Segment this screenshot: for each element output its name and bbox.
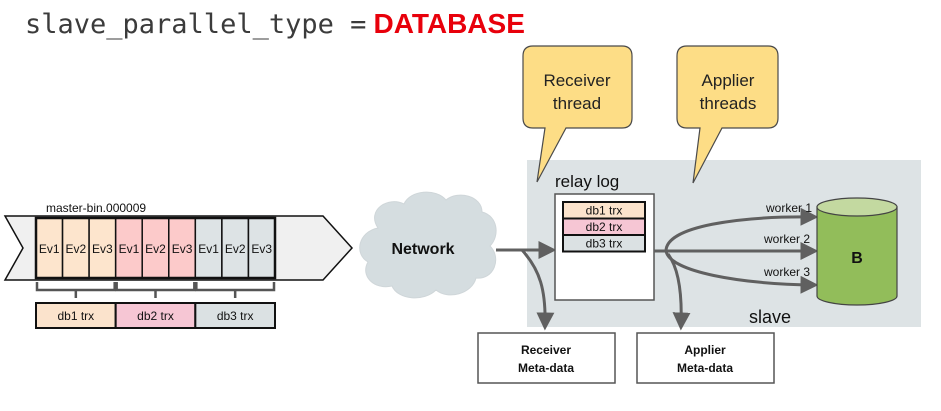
transaction-bracket xyxy=(35,282,116,298)
binlog-event-label: Ev3 xyxy=(251,242,272,256)
worker-label-3: worker 3 xyxy=(763,265,810,279)
transaction-brackets xyxy=(35,282,276,298)
applier-meta-line1: Applier xyxy=(684,343,726,357)
database-label: B xyxy=(851,250,863,267)
setting-name: slave_parallel_type = xyxy=(25,9,367,40)
binlog-event-label: Ev1 xyxy=(198,242,219,256)
binlog-event-label: Ev3 xyxy=(92,242,113,256)
binlog-event: Ev2 xyxy=(141,217,170,279)
worker-label-1: worker 1 xyxy=(765,201,812,215)
worker-label-2: worker 2 xyxy=(763,232,810,246)
applier-meta-line2: Meta-data xyxy=(677,361,733,375)
transaction-boxes: db1 trx db2 trx db3 trx xyxy=(35,302,276,329)
binlog-event-label: Ev2 xyxy=(65,242,86,256)
receiver-meta-line2: Meta-data xyxy=(518,361,574,375)
binlog-event: Ev3 xyxy=(247,217,276,279)
callout-receiver-line2: thread xyxy=(553,94,601,113)
relay-log-entry-label: db1 trx xyxy=(586,204,623,218)
transaction-bracket xyxy=(195,282,276,298)
transaction-label: db2 trx xyxy=(137,309,174,323)
relay-log-entry: db3 trx xyxy=(562,234,646,253)
transaction-label: db1 trx xyxy=(57,309,94,323)
binlog-event: Ev1 xyxy=(114,217,143,279)
transaction-label: db3 trx xyxy=(217,309,254,323)
relay-log-entry-label: db2 trx xyxy=(586,220,623,234)
relay-log-entry: db1 trx xyxy=(562,201,646,220)
receiver-metadata-box: Receiver Meta-data xyxy=(477,332,616,384)
callout-applier-line1: Applier xyxy=(702,71,755,90)
binlog-event-label: Ev1 xyxy=(39,242,60,256)
relay-log-label: relay log xyxy=(555,172,619,191)
network-arrows xyxy=(496,241,557,331)
applier-metadata-box: Applier Meta-data xyxy=(636,332,775,384)
binlog-event: Ev1 xyxy=(194,217,223,279)
binlog-event: Ev3 xyxy=(168,217,197,279)
events-border xyxy=(34,216,277,280)
callout-receiver-thread: Receiver thread xyxy=(522,45,633,183)
database-cylinder: B xyxy=(816,197,898,306)
binlog-event-label: Ev2 xyxy=(145,242,166,256)
binlog-event-label: Ev1 xyxy=(119,242,140,256)
binlog-event-label: Ev2 xyxy=(225,242,246,256)
relay-log-entries: db1 trx db2 trx db3 trx xyxy=(562,201,646,253)
binlog-event-label: Ev3 xyxy=(172,242,193,256)
transaction-bracket xyxy=(115,282,196,298)
arrow-to-applier-meta xyxy=(666,253,691,331)
transaction-box-db1: db1 trx xyxy=(35,302,117,329)
arrow-worker-1 xyxy=(664,207,819,252)
worker-arrows xyxy=(654,207,819,331)
relay-log-entry: db2 trx xyxy=(562,217,646,236)
setting-value: DATABASE xyxy=(373,8,525,39)
transaction-box-db2: db2 trx xyxy=(114,302,197,329)
binlog-event: Ev2 xyxy=(61,217,90,279)
binlog-event: Ev1 xyxy=(35,217,64,279)
receiver-meta-line1: Receiver xyxy=(521,343,571,357)
binlog-event: Ev2 xyxy=(221,217,250,279)
network-label: Network xyxy=(391,241,454,258)
binlog-name: master-bin.000009 xyxy=(46,201,146,215)
arrow-network-to-receiver-meta xyxy=(520,248,555,331)
callout-applier-line2: threads xyxy=(700,94,757,113)
callout-applier-threads: Applier threads xyxy=(676,45,779,184)
config-title: slave_parallel_type = DATABASE xyxy=(25,8,525,44)
relay-log-entry-label: db3 trx xyxy=(586,237,623,251)
binlog-event: Ev3 xyxy=(88,217,117,279)
transaction-box-db3: db3 trx xyxy=(194,302,276,329)
slave-label: slave xyxy=(749,307,791,327)
callout-receiver-line1: Receiver xyxy=(543,71,610,90)
binlog-events: Ev1 Ev2 Ev3 Ev1 Ev2 Ev3 Ev1 Ev2 Ev3 xyxy=(34,216,277,280)
network-cloud: Network xyxy=(359,191,497,299)
